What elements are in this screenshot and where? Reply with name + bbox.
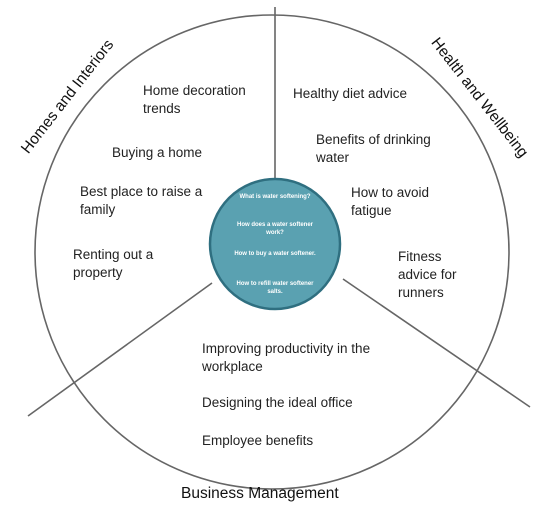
outer-circle (34, 14, 510, 490)
center-item: How to buy a water softener. (234, 251, 316, 257)
divider-left (27, 282, 213, 417)
center-item: How does a water softener work? (236, 222, 314, 236)
health-item: Healthy diet advice (293, 86, 408, 101)
homes-item: Home decoration trends (143, 83, 246, 116)
business-item: Employee benefits (202, 433, 314, 448)
center-circle (208, 177, 342, 311)
homes-item: Buying a home (112, 145, 203, 160)
homes-item: Renting out a property (73, 247, 154, 280)
center-item: How to refill water softener salts. (236, 281, 314, 295)
health-item: Fitness advice for runners (398, 249, 457, 300)
health-item: How to avoid fatigue (351, 185, 430, 218)
business-item: Improving productivity in the workplace (202, 341, 371, 374)
divider-right (342, 278, 531, 408)
homes-item: Best place to raise a family (80, 184, 203, 217)
center-item: What is water softening? (239, 194, 311, 200)
business-item: Designing the ideal office (202, 395, 353, 410)
sector-title-business: Business Management (181, 485, 339, 502)
health-item: Benefits of drinking water (316, 132, 431, 165)
